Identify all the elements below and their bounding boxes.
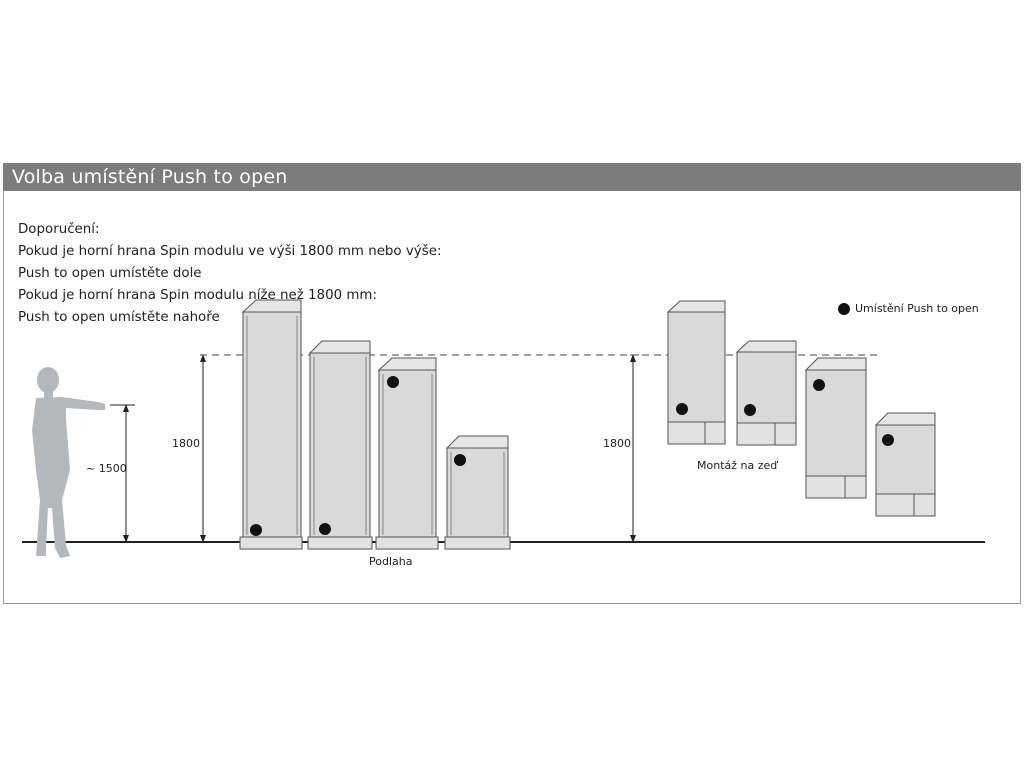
legend: Umístění Push to open [838,302,979,315]
title-bar: Volba umístění Push to open [3,163,1021,191]
floor-module-2 [307,340,373,550]
page-title: Volba umístění Push to open [12,166,288,188]
push-to-open-dot [813,379,825,391]
black-dot-icon [838,303,850,315]
wall-module-2 [735,340,797,446]
recommendation-line-2: Push to open umístěte dole [18,266,202,281]
person-figure [32,367,105,558]
floor-module-3 [375,357,439,550]
recommendation-line-3: Pokud je horní hrana Spin modulu níže ne… [18,288,377,303]
reach-label: ~ 1500 [86,462,127,475]
floor-height-label: 1800 [172,437,200,450]
floor-module-4 [444,435,511,550]
push-to-open-dot [676,403,688,415]
reach-dimension [110,404,135,543]
push-to-open-dot [882,434,894,446]
floor-label: Podlaha [369,555,413,568]
wall-module-1 [666,300,726,445]
push-to-open-dot [250,524,262,536]
push-to-open-dot [744,404,756,416]
recommendation-line-1: Pokud je horní hrana Spin modulu ve výši… [18,244,442,259]
recommendation-heading: Doporučení: [18,222,100,237]
recommendation-line-4: Push to open umístěte nahoře [18,310,220,325]
wall-module-4 [874,412,936,517]
floor-module-1 [239,299,303,550]
push-to-open-dot [387,376,399,388]
push-to-open-dot [319,523,331,535]
recommendation-text: Doporučení: Pokud je horní hrana Spin mo… [18,219,441,329]
wall-height-label: 1800 [603,437,631,450]
wall-label: Montáž na zeď [697,459,778,472]
legend-label: Umístění Push to open [855,302,979,315]
wall-module-3 [804,357,867,499]
push-to-open-dot [454,454,466,466]
